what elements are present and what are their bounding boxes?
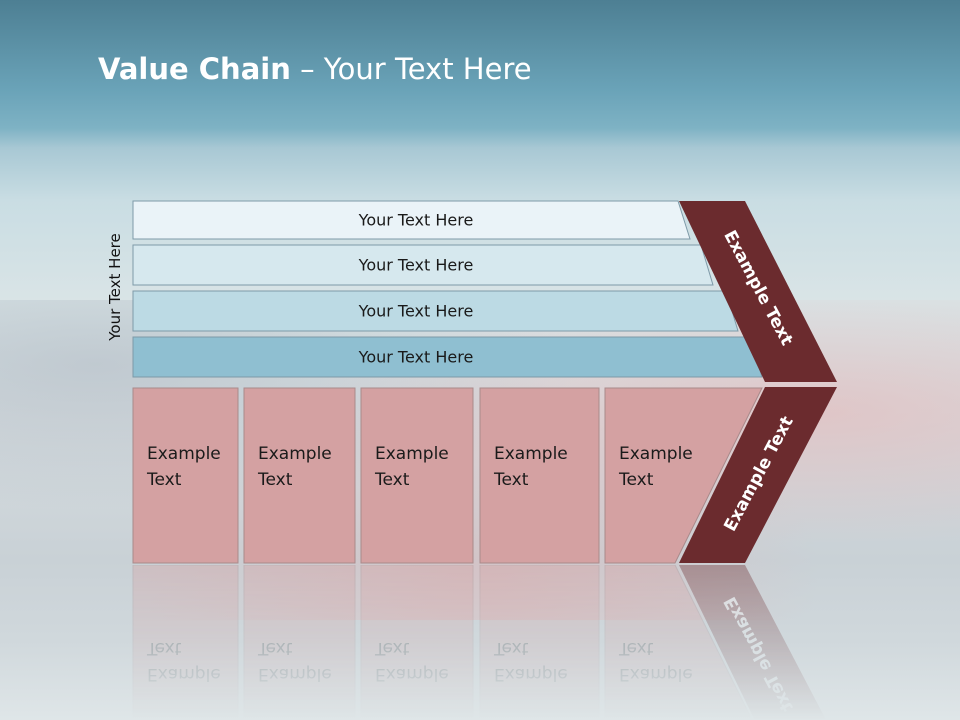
reflection-box-3-line1: Example [375,664,449,684]
row-label-1: Your Text Here [358,211,474,230]
reflection-chevron [679,565,827,720]
reflection-box-4-line1: Example [494,664,568,684]
reflection-box-5-line2: Text [618,638,654,658]
row-bar-4 [132,336,763,378]
reflection-box-2 [243,564,356,720]
row-bar-3 [132,290,739,332]
row-label-2: Your Text Here [358,256,474,275]
box-1 [132,387,239,564]
reflection-box-4 [479,564,600,720]
chevron-upper-arm [679,201,837,382]
reflection-box-5 [604,564,753,720]
box-3-line1: Example [375,444,449,464]
title-bold: Value Chain [98,52,291,86]
box-3-line2: Text [374,470,410,490]
reflection-box-3 [360,564,474,720]
box-1-line1: Example [147,444,221,464]
slide-title: Value Chain – Your Text Here [98,52,532,86]
box-5-line1: Example [619,444,693,464]
title-rest: – Your Text Here [290,52,532,86]
row-bar-1 [132,200,691,240]
row-bar-2 [132,244,714,286]
box-2-line1: Example [258,444,332,464]
reflection-box-4-line2: Text [493,638,529,658]
box-4 [479,387,600,564]
reflection-box-3-line2: Text [374,638,410,658]
box-1-line2: Text [146,470,182,490]
box-4-line2: Text [493,470,529,490]
box-4-line1: Example [494,444,568,464]
reflection-box-5-line1: Example [619,664,693,684]
box-2 [243,387,356,564]
box-5 [604,387,763,564]
row-label-4: Your Text Here [358,348,474,367]
reflection-box-1-line2: Text [146,638,182,658]
row-label-3: Your Text Here [358,302,474,321]
box-3 [360,387,474,564]
reflection-box-2-line1: Example [258,664,332,684]
chevron-lower-arm [679,387,837,563]
reflection-box-2-line2: Text [257,638,293,658]
reflection-box-1 [132,564,239,720]
box-5-line2: Text [618,470,654,490]
box-2-line2: Text [257,470,293,490]
reflection-box-1-line1: Example [147,664,221,684]
